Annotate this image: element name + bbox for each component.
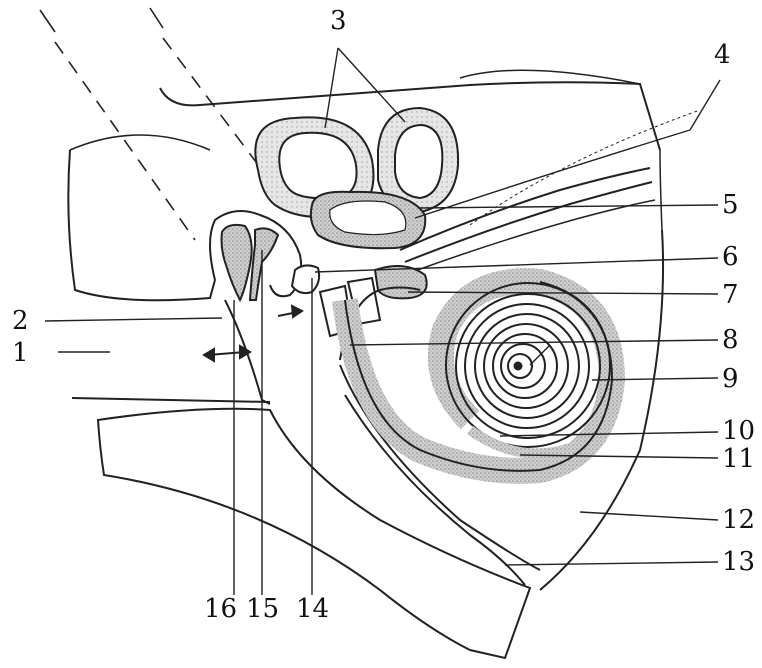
label-13: 13 bbox=[722, 547, 756, 577]
spiral-6 bbox=[492, 333, 558, 399]
stapes-base bbox=[373, 265, 428, 300]
label-4: 4 bbox=[714, 40, 731, 70]
leader-2 bbox=[44, 317, 223, 322]
spiral-3 bbox=[464, 303, 590, 429]
arrow-left-head-b bbox=[239, 344, 252, 360]
label-7: 7 bbox=[722, 280, 739, 310]
spiral-core bbox=[513, 361, 523, 371]
ossicles bbox=[209, 210, 428, 405]
label-2: 2 bbox=[12, 306, 29, 336]
sound-line-left bbox=[54, 41, 196, 241]
label-10: 10 bbox=[722, 416, 756, 446]
auricle-top bbox=[69, 134, 211, 151]
leader-12 bbox=[579, 511, 719, 521]
spiral-2 bbox=[455, 293, 601, 439]
sound-line-left-top bbox=[39, 9, 56, 33]
label-6: 6 bbox=[722, 242, 739, 272]
ear-canal-lower bbox=[71, 397, 271, 403]
arrows bbox=[202, 304, 304, 363]
ear-canal-upper bbox=[67, 149, 216, 302]
vestibule-inner bbox=[329, 200, 407, 236]
nerve-channel-b bbox=[404, 181, 653, 263]
label-1: 1 bbox=[12, 338, 29, 368]
leader-6 bbox=[314, 257, 719, 273]
sound-line-right-top bbox=[149, 7, 164, 29]
leader-5 bbox=[419, 204, 719, 209]
canal-inner-right bbox=[394, 123, 444, 200]
label-16: 16 bbox=[204, 594, 238, 624]
canal-inner-left bbox=[278, 131, 358, 200]
leader-lines bbox=[44, 47, 721, 595]
leader-3b bbox=[337, 47, 406, 123]
leader-7 bbox=[407, 291, 719, 295]
spiral-4 bbox=[474, 313, 580, 419]
label-8: 8 bbox=[722, 325, 739, 355]
leader-8b bbox=[529, 344, 551, 366]
label-12: 12 bbox=[722, 505, 756, 535]
temporal-bone-edge bbox=[659, 149, 663, 231]
nerve-channel-a bbox=[399, 167, 651, 251]
arrow-left-head-a bbox=[202, 347, 215, 363]
leader-4b bbox=[414, 129, 691, 219]
skull-outline bbox=[159, 81, 661, 151]
label-14: 14 bbox=[296, 594, 330, 624]
malleus bbox=[220, 223, 253, 303]
eustachian-tube-upper bbox=[339, 364, 541, 571]
leader-11 bbox=[519, 454, 719, 459]
stapes bbox=[290, 264, 321, 295]
cranial-line bbox=[459, 69, 641, 85]
label-5: 5 bbox=[722, 190, 739, 220]
label-3: 3 bbox=[330, 6, 347, 36]
leader-8 bbox=[349, 339, 719, 346]
leader-3a bbox=[324, 47, 339, 129]
cochlea bbox=[332, 268, 626, 484]
semicircular-canals bbox=[254, 106, 460, 250]
spiral-8 bbox=[507, 353, 533, 379]
spiral-5 bbox=[483, 323, 569, 409]
leader-10 bbox=[499, 431, 719, 437]
leader-13 bbox=[504, 561, 719, 566]
label-9: 9 bbox=[722, 364, 739, 394]
spiral-7 bbox=[500, 343, 546, 389]
label-15: 15 bbox=[246, 594, 280, 624]
leader-4 bbox=[689, 79, 721, 131]
leader-9 bbox=[591, 377, 719, 381]
spiral-1 bbox=[445, 282, 611, 448]
arrow-mid-head bbox=[290, 304, 304, 319]
jaw-bone bbox=[96, 407, 532, 660]
cochlea-shade-outer bbox=[467, 425, 572, 459]
temporal-bone-border bbox=[539, 229, 665, 591]
label-11: 11 bbox=[722, 444, 756, 474]
